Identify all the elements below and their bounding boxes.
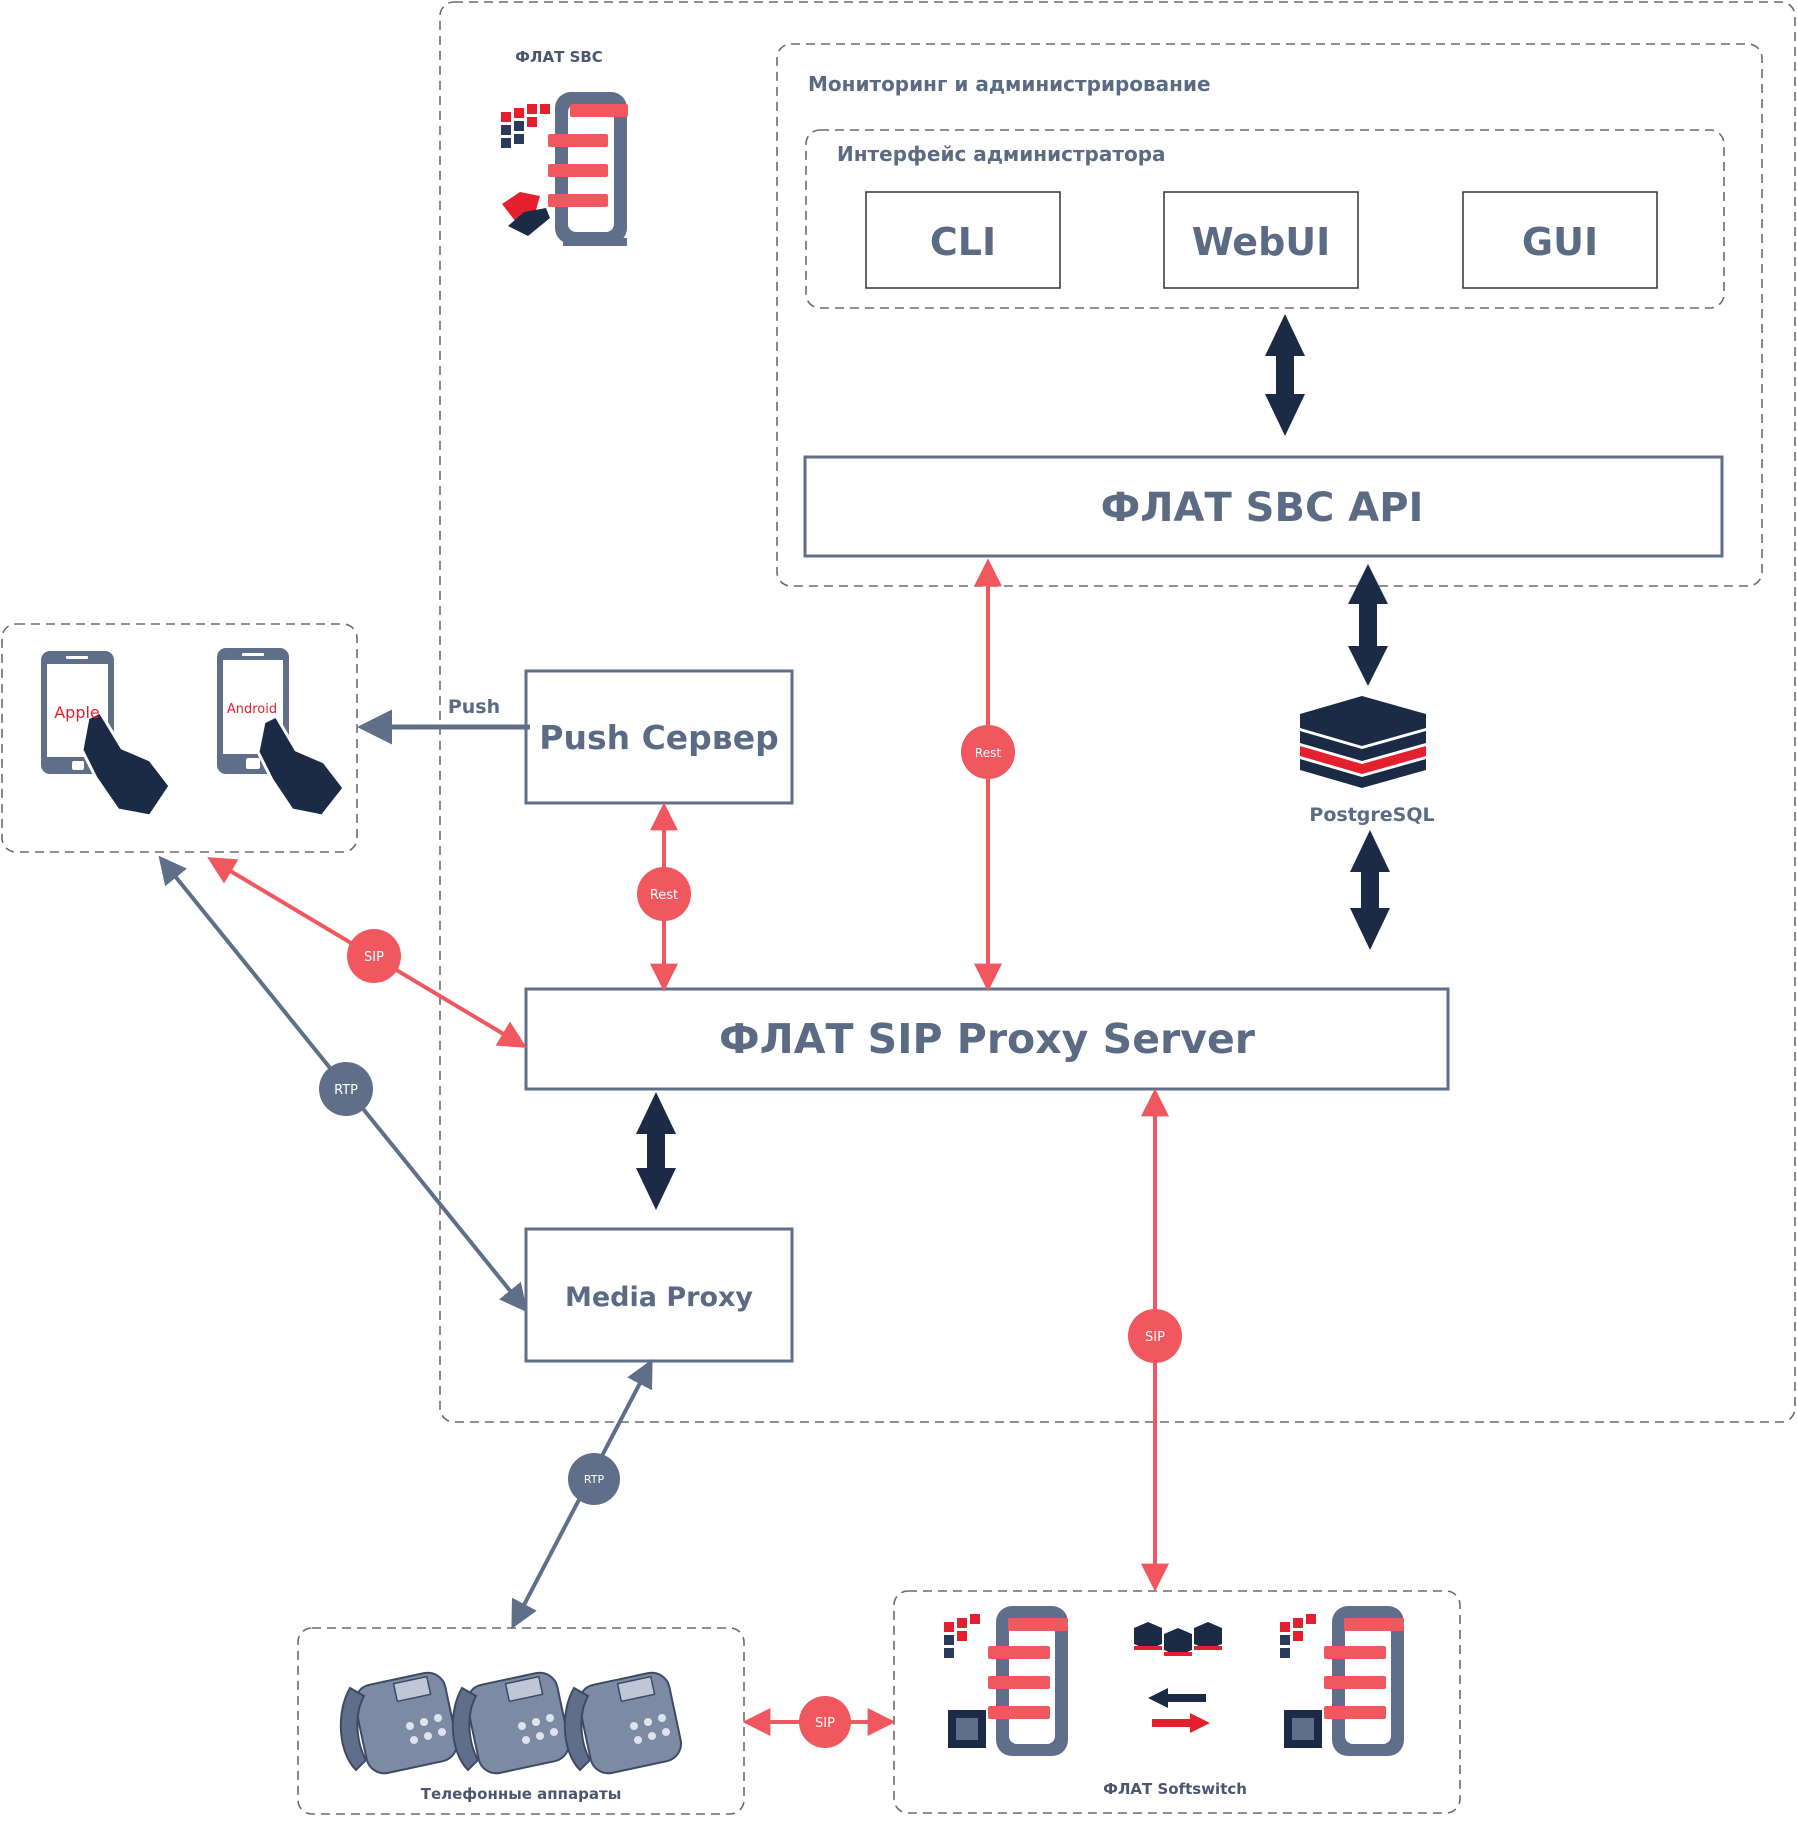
flat-sbc-logo	[501, 92, 628, 246]
api-label: ФЛАТ SBC API	[1101, 485, 1424, 531]
sip-softswitch-badge	[1128, 1309, 1182, 1363]
push-link-label: Push	[448, 696, 500, 718]
monitoring-boundary	[776, 43, 1763, 587]
webui-label: WebUI	[1192, 220, 1331, 264]
sip-softswitch-badge-label: SIP	[1145, 1330, 1165, 1345]
admin-interface-title: Интерфейс администратора	[837, 142, 1166, 166]
cli-box[interactable]	[865, 191, 1061, 289]
rtp-phones-badge-label: RTP	[584, 1473, 605, 1486]
softswitch-title: ФЛАТ Softswitch	[1103, 1780, 1247, 1798]
phones-title: Телефонные аппараты	[421, 1785, 622, 1803]
postgres-label: PostgreSQL	[1309, 804, 1434, 826]
admin-api-double-arrow	[1265, 314, 1305, 436]
push-server-box[interactable]	[524, 669, 794, 805]
sip-phones-badge-label: SIP	[815, 1716, 835, 1731]
media-proxy-label: Media Proxy	[565, 1282, 753, 1313]
proxy-media-double-arrow	[636, 1092, 676, 1210]
desk-phone-icon-2	[451, 1671, 571, 1775]
rest-push-badge	[637, 867, 691, 921]
api-postgres-double-arrow	[1348, 564, 1388, 686]
android-phone-icon	[217, 648, 346, 818]
sip-phones-badge	[799, 1696, 851, 1748]
desk-phone-icon-1	[339, 1671, 459, 1775]
media-proxy-box[interactable]	[524, 1227, 794, 1363]
admin-interface-boundary	[805, 129, 1725, 309]
rtp-mobile-badge	[319, 1062, 373, 1116]
softswitch-boundary	[893, 1590, 1461, 1814]
rest-push-badge-label: Rest	[650, 888, 678, 903]
api-box[interactable]	[803, 455, 1724, 558]
monitoring-title: Мониторинг и администрирование	[808, 72, 1211, 96]
db-cluster-icon	[1134, 1622, 1222, 1656]
sip-mobile-badge-label: SIP	[364, 950, 384, 965]
webui-box[interactable]	[1163, 191, 1359, 289]
sip-proxy-label: ФЛАТ SIP Proxy Server	[719, 1015, 1256, 1063]
rest-api-badge-label: Rest	[975, 746, 1001, 760]
rtp-mobile-badge-label: RTP	[334, 1083, 358, 1098]
sbc-boundary	[439, 1, 1796, 1423]
desk-phone-icon-3	[563, 1671, 683, 1775]
sbc-title: ФЛАТ SBC	[515, 48, 603, 66]
softswitch-server-icon-right	[1280, 1606, 1404, 1756]
exchange-arrows-icon	[1148, 1688, 1210, 1733]
rtp-phones-badge	[568, 1453, 620, 1505]
push-server-label: Push Сервер	[539, 718, 778, 757]
postgres-proxy-double-arrow	[1350, 830, 1390, 950]
apple-label: Apple	[54, 703, 100, 722]
android-label: Android	[227, 702, 277, 717]
sip-proxy-server-box[interactable]	[524, 987, 1450, 1091]
gui-box[interactable]	[1462, 191, 1658, 289]
apple-phone-icon	[41, 651, 172, 818]
postgresql-icon	[1300, 696, 1426, 788]
cli-label: CLI	[930, 220, 996, 264]
softswitch-server-icon-left	[944, 1606, 1068, 1756]
gui-label: GUI	[1522, 220, 1598, 264]
rest-api-badge	[961, 725, 1015, 779]
